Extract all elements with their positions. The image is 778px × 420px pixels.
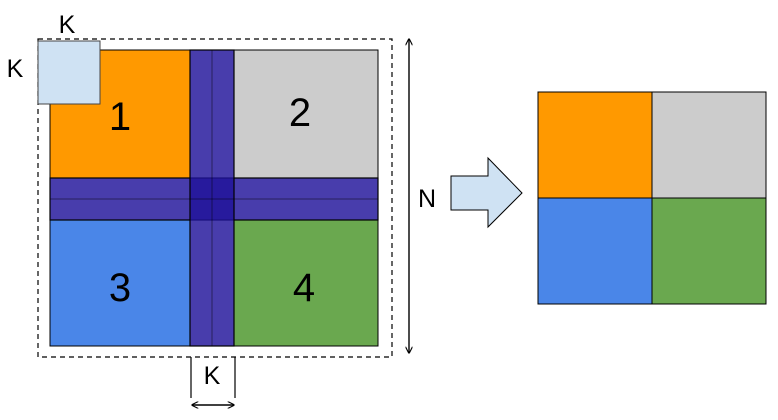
output-tile-3: [537, 197, 653, 305]
tile-3-label: 3: [109, 266, 131, 310]
kernel-square: [37, 40, 101, 105]
output-tile-1: [537, 91, 653, 199]
k-left-label: K: [7, 55, 24, 83]
padded-input-border: [37, 38, 393, 358]
k-top-label: K: [59, 11, 76, 39]
tile-2: [233, 49, 379, 179]
tile-2-label: 2: [289, 91, 311, 135]
vertical-overlap-band: [189, 49, 235, 347]
right-block-arrow-icon: [450, 156, 523, 229]
output-tile-4: [651, 197, 767, 305]
output-tile-2: [651, 91, 767, 199]
k-bottom-label: K: [204, 362, 221, 390]
tile-4-label: 4: [293, 266, 315, 310]
tile-1-label: 1: [109, 95, 131, 139]
tile-4: [233, 219, 379, 347]
n-label: N: [418, 185, 436, 213]
